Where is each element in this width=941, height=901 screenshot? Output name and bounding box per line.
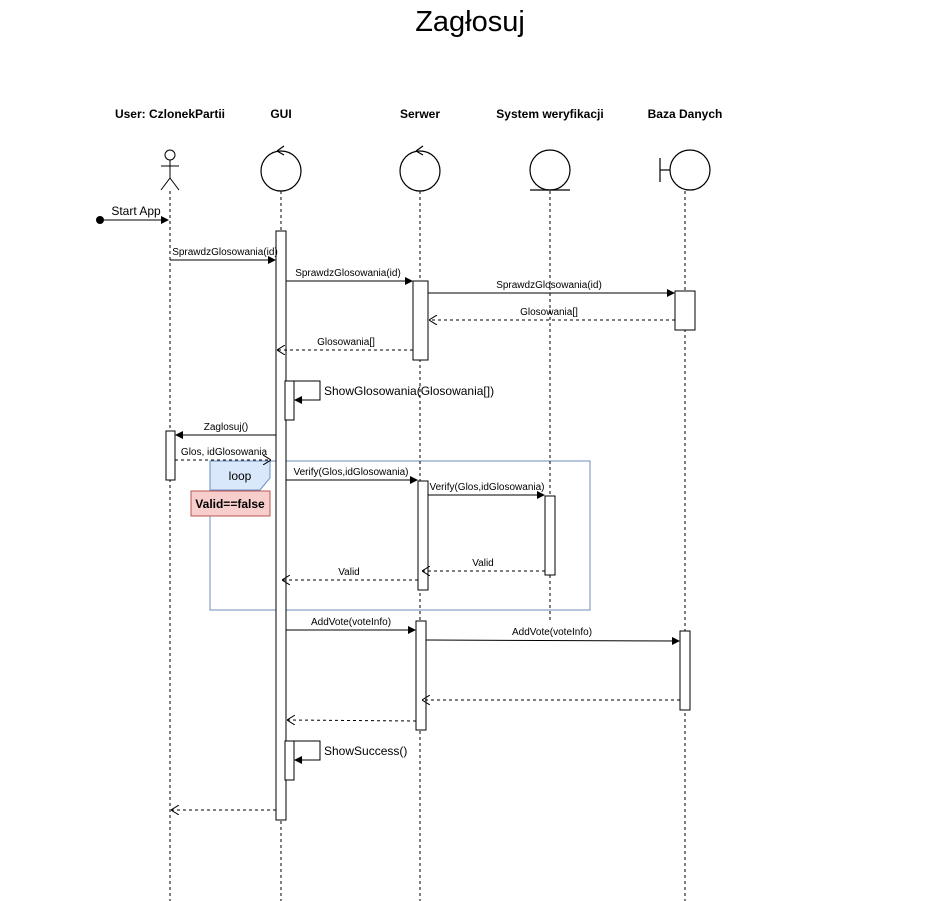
msg-addvote-1-label: AddVote(voteInfo) bbox=[311, 617, 391, 628]
participant-label-gui: GUI bbox=[270, 107, 291, 121]
loop-frame bbox=[209, 460, 591, 611]
msg-valid-2-label: Valid bbox=[338, 567, 360, 578]
msg-addvote-ret-2-arrow bbox=[287, 720, 417, 721]
activation-baza-2 bbox=[679, 630, 691, 711]
loop-guard-box bbox=[190, 490, 271, 517]
diagram-title: Zagłosuj bbox=[415, 6, 525, 38]
activation-serwer-3 bbox=[415, 620, 427, 731]
control-icon-serwer bbox=[399, 145, 441, 192]
loop-frame-label: loop bbox=[229, 469, 252, 483]
msg-verify-2-label: Verify(Glos,idGlosowania) bbox=[429, 482, 544, 493]
activation-gui-self-1 bbox=[284, 380, 295, 421]
activation-system-weryfikacji bbox=[544, 495, 556, 576]
msg-show-success-arrow bbox=[294, 740, 321, 764]
activation-serwer-2 bbox=[417, 480, 429, 591]
msg-glosowania-ret-2-label: Glosowania[] bbox=[317, 337, 375, 348]
entity-icon-system-weryfikacji bbox=[529, 149, 571, 191]
msg-start-app-label: Start App bbox=[111, 204, 161, 218]
participant-label-serwer: Serwer bbox=[400, 107, 440, 121]
loop-guard-text: Valid==false bbox=[195, 497, 265, 511]
msg-addvote-2-label: AddVote(voteInfo) bbox=[512, 627, 592, 638]
activation-baza-1 bbox=[674, 290, 696, 331]
control-icon-gui bbox=[260, 145, 302, 192]
msg-glosowania-ret-1-label: Glosowania[] bbox=[520, 307, 578, 318]
activation-gui-main bbox=[275, 230, 287, 821]
actor-stick-figure-icon bbox=[160, 149, 180, 191]
boundary-icon-baza-danych bbox=[659, 149, 711, 191]
activation-serwer-1 bbox=[412, 280, 429, 361]
msg-valid-1-label: Valid bbox=[472, 558, 494, 569]
activation-gui-self-2 bbox=[284, 740, 295, 781]
participant-label-system-weryfikacji: System weryfikacji bbox=[496, 107, 603, 121]
activation-user bbox=[165, 430, 176, 481]
msg-show-success-label: ShowSuccess() bbox=[324, 744, 407, 758]
msg-verify-1-label: Verify(Glos,idGlosowania) bbox=[293, 467, 408, 478]
loop-frame-label-box bbox=[209, 460, 271, 491]
msg-addvote-2-arrow bbox=[425, 636, 680, 645]
participant-label-baza-danych: Baza Danych bbox=[648, 107, 723, 121]
msg-sprawdz-2-label: SprawdzGlosowania(id) bbox=[295, 268, 401, 279]
msg-zaglosuj-label: Zaglosuj() bbox=[204, 422, 248, 433]
participant-label-user: User: CzlonekPartii bbox=[115, 107, 225, 121]
msg-show-glosowania-arrow bbox=[294, 380, 321, 404]
msg-sprawdz-3-label: SprawdzGlosowania(id) bbox=[496, 280, 602, 291]
msg-sprawdz-1-label: SprawdzGlosowania(id) bbox=[172, 247, 278, 258]
msg-show-glosowania-label: ShowGlosowania(Glosowania[]) bbox=[324, 384, 494, 398]
msg-glos-ret-label: Glos, idGlosowania bbox=[181, 447, 268, 458]
